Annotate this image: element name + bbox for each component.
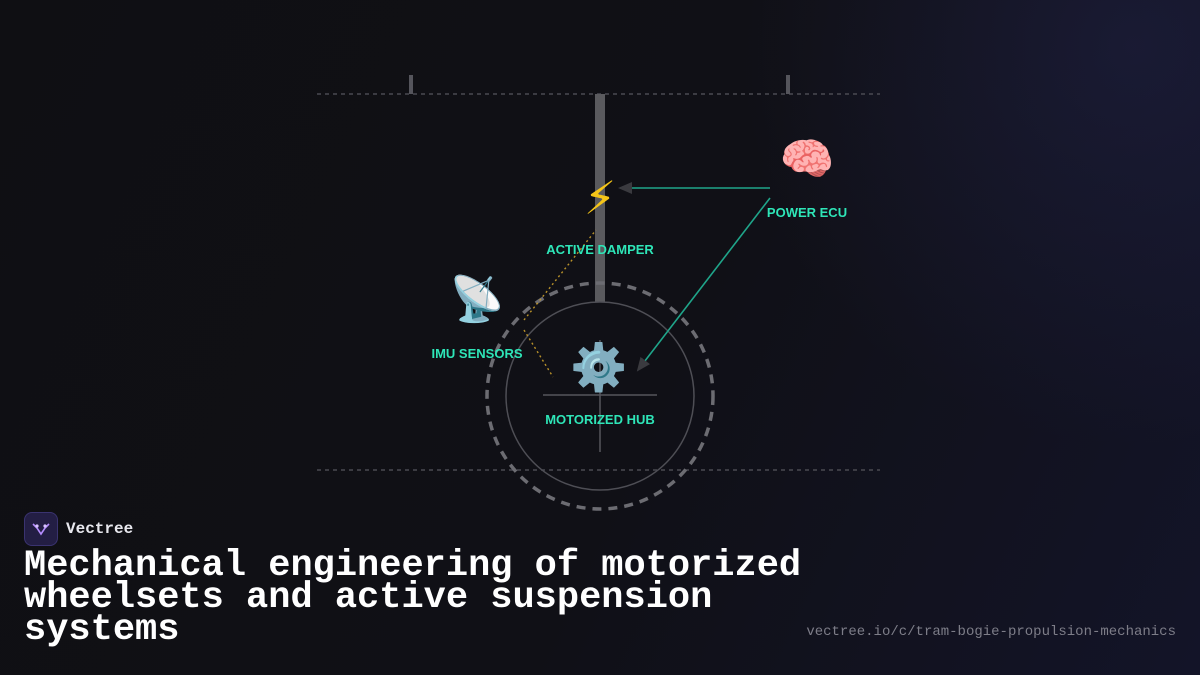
source-url: vectree.io/c/tram-bogie-propulsion-mecha… xyxy=(806,624,1176,640)
brain-icon: 🧠 xyxy=(779,134,835,185)
page-title: Mechanical engineering of motorized whee… xyxy=(24,545,802,651)
node-label-motorized-hub: MOTORIZED HUB xyxy=(545,412,655,427)
edge-ecu-to-hub xyxy=(636,197,771,372)
lightning-bolt-icon: ⚡ xyxy=(583,171,617,225)
vectree-logo-icon xyxy=(24,512,58,546)
edge-imu-to-hub xyxy=(523,329,554,378)
node-label-active-damper: ACTIVE DAMPER xyxy=(546,242,654,257)
node-label-power-ecu: POWER ECU xyxy=(766,205,848,220)
brand-name: Vectree xyxy=(66,520,134,538)
gear-icon: ⚙️ xyxy=(570,340,628,394)
edge-imu-to-damper xyxy=(523,229,597,321)
damper-shaft xyxy=(595,94,605,302)
wheel-inner-ring xyxy=(505,301,695,491)
satellite-antenna-icon: 📡 xyxy=(449,274,505,325)
wheel-outer-ring xyxy=(485,281,715,511)
brand: Vectree xyxy=(24,512,133,546)
node-label-imu-sensors: IMU SENSORS xyxy=(431,346,523,361)
